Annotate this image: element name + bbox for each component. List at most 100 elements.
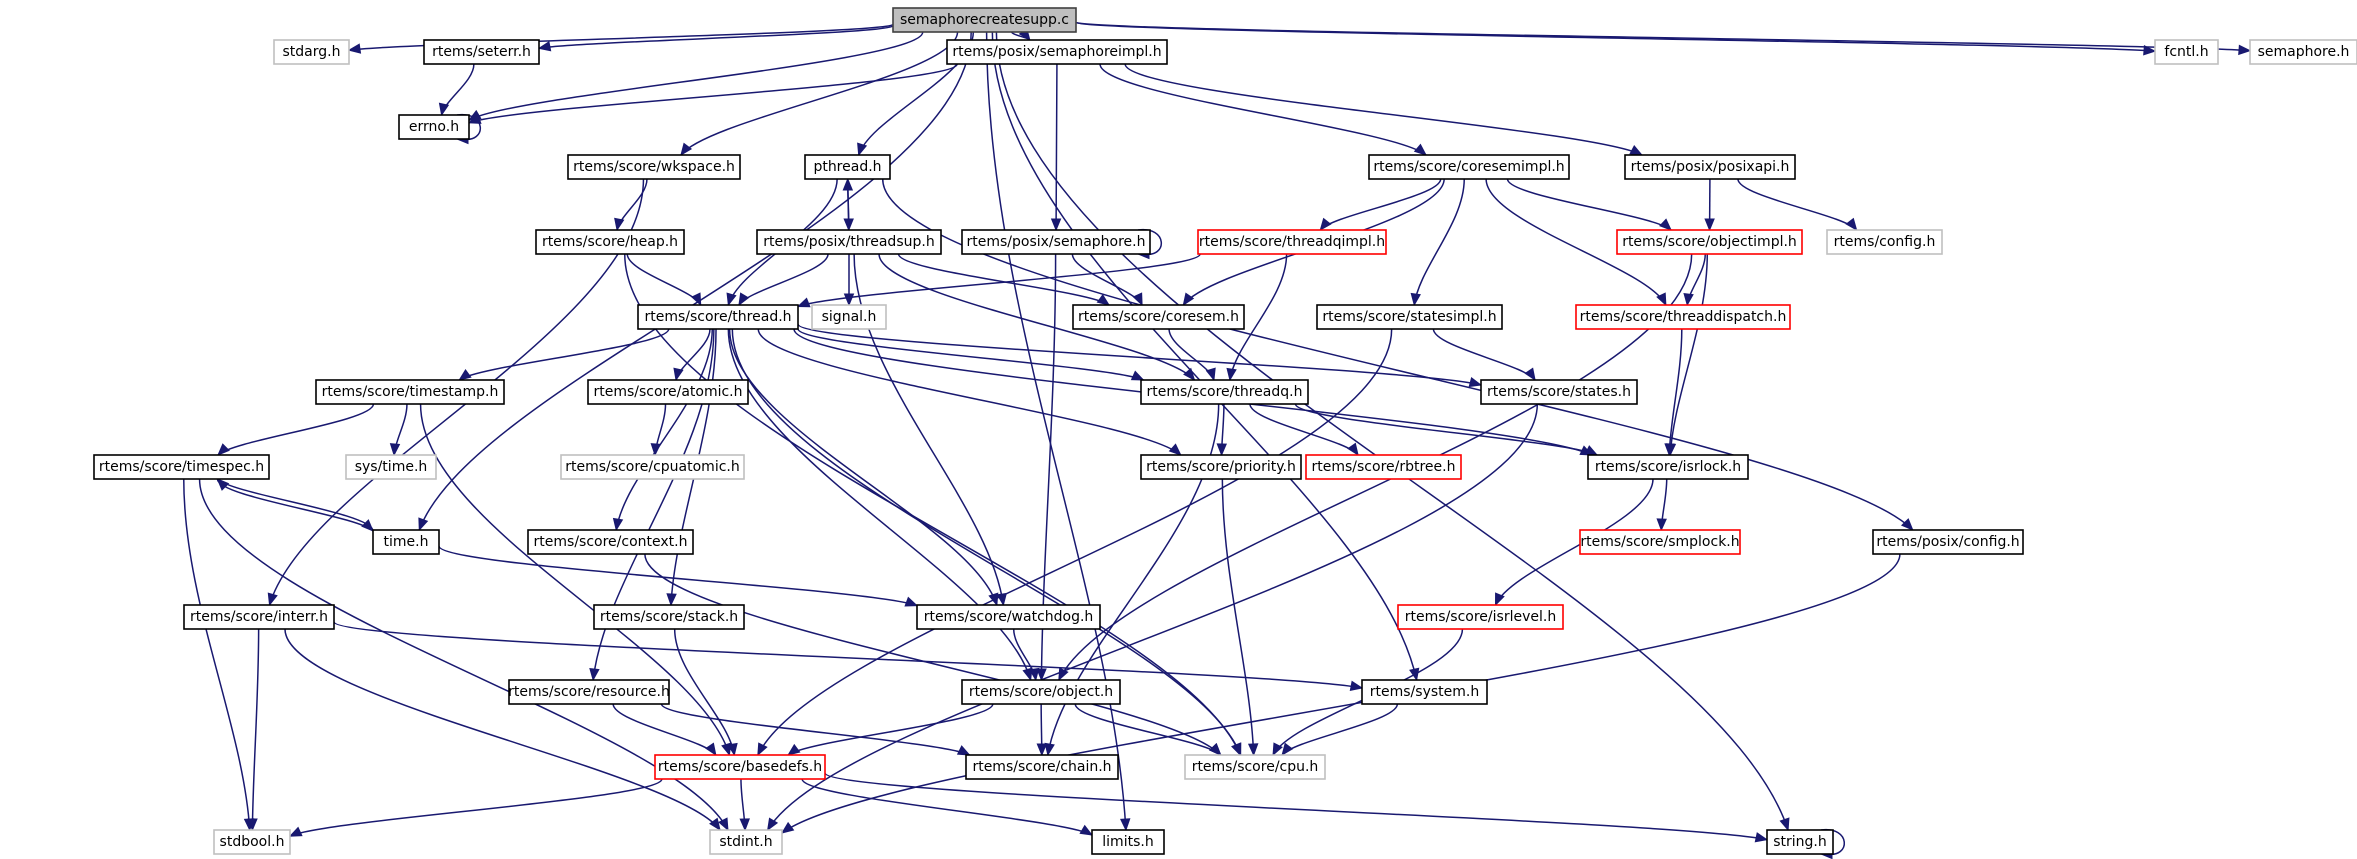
node-thread[interactable]: rtems/score/thread.h bbox=[637, 304, 799, 330]
node-box bbox=[637, 304, 799, 330]
node-box bbox=[946, 39, 1168, 65]
node-box bbox=[1624, 154, 1796, 180]
node-chain[interactable]: rtems/score/chain.h bbox=[965, 754, 1119, 780]
node-box bbox=[372, 529, 440, 555]
node-box bbox=[1091, 829, 1165, 855]
edge-timestamp-to-systime bbox=[389, 403, 408, 457]
node-wkspace[interactable]: rtems/score/wkspace.h bbox=[567, 154, 741, 180]
node-limits[interactable]: limits.h bbox=[1091, 829, 1165, 855]
node-label: rtems/score/heap.h bbox=[542, 234, 678, 250]
edge-system-to-cpu bbox=[1281, 703, 1399, 757]
edge-semimpl-to-coresemimpl bbox=[1099, 63, 1428, 156]
node-interr[interactable]: rtems/score/interr.h bbox=[183, 604, 335, 630]
node-box bbox=[1397, 604, 1564, 630]
edge-basedefs-to-string bbox=[824, 772, 1769, 843]
node-label: rtems/score/rbtree.h bbox=[1312, 459, 1456, 475]
node-string[interactable]: string.h bbox=[1766, 829, 1834, 855]
node-threaddispatch[interactable]: rtems/score/threaddispatch.h bbox=[1575, 304, 1791, 330]
edge-threadsup-to-coresem bbox=[897, 253, 1111, 306]
node-pconfig[interactable]: rtems/posix/config.h bbox=[1872, 529, 2024, 555]
edge-statesimpl-to-basedefs bbox=[757, 328, 1393, 757]
edge-object-to-basedefs bbox=[787, 703, 994, 756]
edge-coresem-to-threadq bbox=[1168, 328, 1216, 382]
node-root[interactable]: semaphorecreatesupp.c bbox=[892, 7, 1077, 33]
node-stack[interactable]: rtems/score/stack.h bbox=[593, 604, 745, 630]
node-states[interactable]: rtems/score/states.h bbox=[1480, 379, 1638, 405]
node-threadq[interactable]: rtems/score/threadq.h bbox=[1140, 379, 1309, 405]
edge-threadqimpl-to-threadq bbox=[1226, 253, 1288, 382]
node-label: string.h bbox=[1773, 834, 1827, 850]
node-smplock[interactable]: rtems/score/smplock.h bbox=[1579, 529, 1741, 555]
node-isrlock[interactable]: rtems/score/isrlock.h bbox=[1587, 454, 1749, 480]
node-box bbox=[892, 7, 1077, 33]
node-label: rtems/score/cpuatomic.h bbox=[565, 459, 739, 475]
node-object[interactable]: rtems/score/object.h bbox=[961, 679, 1121, 705]
node-box bbox=[93, 454, 270, 480]
node-label: rtems/score/threadq.h bbox=[1147, 384, 1303, 400]
node-label: rtems/config.h bbox=[1834, 234, 1936, 250]
edge-coresemimpl-to-threaddispatch bbox=[1485, 178, 1667, 307]
edge-wkspace-to-heap bbox=[614, 178, 648, 232]
node-threadsup[interactable]: rtems/posix/threadsup.h bbox=[756, 229, 942, 255]
edge-coresemimpl-to-statesimpl bbox=[1410, 178, 1465, 307]
node-rbtree[interactable]: rtems/score/rbtree.h bbox=[1305, 454, 1462, 480]
edge-root-to-string bbox=[995, 31, 1790, 832]
edge-threadq-to-isrlock bbox=[1294, 403, 1599, 456]
node-label: semaphore.h bbox=[2258, 44, 2350, 60]
node-resource[interactable]: rtems/score/resource.h bbox=[508, 679, 670, 705]
node-seterr[interactable]: rtems/seterr.h bbox=[423, 39, 540, 65]
node-timestamp[interactable]: rtems/score/timestamp.h bbox=[315, 379, 505, 405]
node-atomic[interactable]: rtems/score/atomic.h bbox=[587, 379, 749, 405]
node-label: rtems/score/interr.h bbox=[190, 609, 328, 625]
node-label: rtems/system.h bbox=[1370, 684, 1479, 700]
edge-threaddispatch-to-isrlock bbox=[1664, 328, 1683, 457]
node-rconfig: rtems/config.h bbox=[1826, 229, 1943, 255]
node-basedefs[interactable]: rtems/score/basedefs.h bbox=[654, 754, 826, 780]
node-label: rtems/score/timestamp.h bbox=[322, 384, 499, 400]
node-label: rtems/posix/config.h bbox=[1876, 534, 2019, 550]
node-label: rtems/posix/semaphore.h bbox=[967, 234, 1146, 250]
node-context[interactable]: rtems/score/context.h bbox=[527, 529, 694, 555]
edge-objectimpl-to-threaddispatch bbox=[1683, 253, 1707, 307]
node-timespec[interactable]: rtems/score/timespec.h bbox=[93, 454, 270, 480]
edge-statesimpl-to-states bbox=[1432, 328, 1536, 382]
node-timeh[interactable]: time.h bbox=[372, 529, 440, 555]
node-posixapi[interactable]: rtems/posix/posixapi.h bbox=[1624, 154, 1796, 180]
node-objectimpl[interactable]: rtems/score/objectimpl.h bbox=[1616, 229, 1803, 255]
node-watchdog[interactable]: rtems/score/watchdog.h bbox=[916, 604, 1101, 630]
node-box bbox=[961, 679, 1121, 705]
node-priority[interactable]: rtems/score/priority.h bbox=[1140, 454, 1302, 480]
node-box bbox=[961, 229, 1151, 255]
node-box bbox=[423, 39, 540, 65]
node-psem[interactable]: rtems/posix/semaphore.h bbox=[961, 229, 1151, 255]
node-box bbox=[593, 604, 745, 630]
node-system[interactable]: rtems/system.h bbox=[1361, 679, 1488, 705]
edge-timespec-to-stdint bbox=[198, 478, 729, 832]
node-errno[interactable]: errno.h bbox=[398, 114, 470, 140]
edge-basedefs-to-stdint bbox=[739, 778, 750, 832]
node-box bbox=[587, 379, 749, 405]
node-label: pthread.h bbox=[813, 159, 881, 175]
node-heap[interactable]: rtems/score/heap.h bbox=[535, 229, 685, 255]
node-box bbox=[535, 229, 685, 255]
node-isrlevel[interactable]: rtems/score/isrlevel.h bbox=[1397, 604, 1564, 630]
edge-thread-to-context bbox=[612, 328, 714, 532]
node-semimpl[interactable]: rtems/posix/semaphoreimpl.h bbox=[946, 39, 1168, 65]
node-statesimpl[interactable]: rtems/score/statesimpl.h bbox=[1316, 304, 1503, 330]
edge-object-to-cpu bbox=[1074, 703, 1222, 756]
node-box bbox=[2249, 39, 2357, 65]
node-label: rtems/posix/posixapi.h bbox=[1631, 159, 1790, 175]
edge-watchdog-to-object bbox=[1012, 628, 1040, 682]
edge-pconfig-to-stdint bbox=[780, 553, 1901, 834]
node-box bbox=[567, 154, 741, 180]
node-pthread[interactable]: pthread.h bbox=[804, 154, 891, 180]
edges-layer bbox=[183, 21, 2252, 859]
node-coresemimpl[interactable]: rtems/score/coresemimpl.h bbox=[1368, 154, 1570, 180]
node-box bbox=[508, 679, 670, 705]
node-systime: sys/time.h bbox=[345, 454, 437, 480]
node-threadqimpl[interactable]: rtems/score/threadqimpl.h bbox=[1197, 229, 1387, 255]
node-stdbool: stdbool.h bbox=[213, 829, 291, 855]
edge-threadsup-to-pthread bbox=[842, 177, 854, 231]
node-box bbox=[1316, 304, 1503, 330]
node-coresem[interactable]: rtems/score/coresem.h bbox=[1072, 304, 1245, 330]
